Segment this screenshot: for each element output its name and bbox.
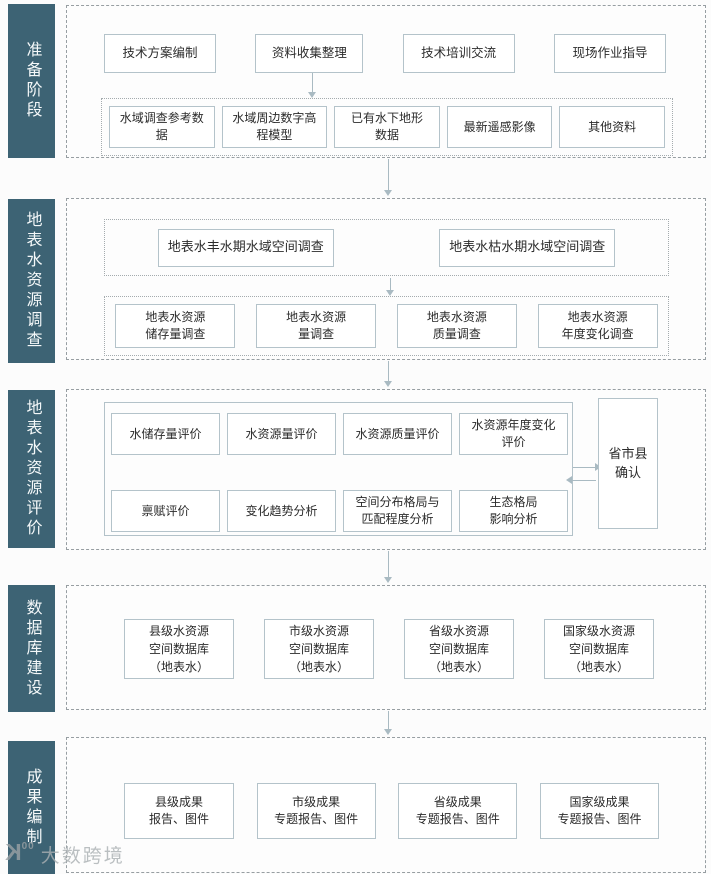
node-tech-plan: 技术方案编制 [104, 34, 216, 73]
node-province-city-county-confirm: 省市县 确认 [598, 398, 658, 529]
database-row: 县级水资源 空间数据库 （地表水） 市级水资源 空间数据库 （地表水） 省级水资… [124, 619, 654, 679]
node-quality-eval: 水资源质量评价 [343, 413, 452, 455]
stage-survey: 地表水资源调查 [8, 199, 55, 363]
node-county-results: 县级成果 报告、图件 [124, 783, 234, 839]
node-dem-model: 水域周边数字高 程模型 [221, 106, 328, 148]
section-survey: 地表水丰水期水域空间调查 地表水枯水期水域空间调查 地表水资源 储存量调查 地表… [66, 198, 706, 360]
node-spatial-pattern-analysis: 空间分布格局与 匹配程度分析 [343, 490, 452, 532]
node-endowment-eval: 禀赋评价 [111, 490, 220, 532]
node-city-results: 市级成果 专题报告、图件 [256, 783, 376, 839]
node-trend-analysis: 变化趋势分析 [227, 490, 336, 532]
group-survey-subtasks: 地表水资源 储存量调查 地表水资源 量调查 地表水资源 质量调查 地表水资源 年… [104, 296, 669, 356]
node-dry-season-survey: 地表水枯水期水域空间调查 [439, 228, 616, 267]
watermark-logo-icon: K [5, 839, 22, 865]
node-data-collection: 资料收集整理 [255, 34, 364, 73]
node-other-data: 其他资料 [559, 106, 665, 148]
node-city-db: 市级水资源 空间数据库 （地表水） [264, 619, 374, 679]
node-field-guidance: 现场作业指导 [553, 34, 666, 73]
stage-evaluation: 地表水资源评价 [8, 390, 55, 548]
node-annual-change-survey: 地表水资源 年度变化调查 [537, 304, 658, 348]
arrow-evaluation-to-confirm [573, 463, 601, 471]
watermark-logo-sup: 00 [21, 841, 35, 852]
node-storage-survey: 地表水资源 储存量调查 [115, 304, 236, 348]
evaluation-row-2: 禀赋评价 变化趋势分析 空间分布格局与 匹配程度分析 生态格局 影响分析 [111, 490, 568, 532]
arrow-collection-to-materials [308, 73, 316, 98]
node-province-db: 省级水资源 空间数据库 （地表水） [404, 619, 514, 679]
node-underwater-terrain: 已有水下地形 数据 [334, 106, 440, 148]
node-annual-change-eval: 水资源年度变化 评价 [459, 413, 568, 455]
arrow-evaluation-to-database [384, 551, 392, 583]
node-eco-pattern-analysis: 生态格局 影响分析 [459, 490, 568, 532]
arrow-confirm-to-evaluation [566, 476, 596, 484]
preparation-task-row: 技术方案编制 资料收集整理 技术培训交流 现场作业指导 [104, 34, 666, 73]
node-reference-data: 水域调查参考数 据 [109, 106, 215, 148]
stage-database: 数据库建设 [8, 585, 55, 712]
node-province-results: 省级成果 专题报告、图件 [398, 783, 518, 839]
watermark: K 00 大数跨境 [5, 839, 125, 868]
node-flood-season-survey: 地表水丰水期水域空间调查 [157, 228, 334, 267]
node-remote-sensing: 最新遥感影像 [446, 106, 553, 148]
arrow-preparation-to-survey [384, 159, 392, 196]
node-quantity-eval: 水资源量评价 [227, 413, 336, 455]
stage-results: 成果编制 [8, 741, 55, 874]
arrow-database-to-results [384, 711, 392, 735]
watermark-brand-text: 大数跨境 [40, 846, 125, 867]
group-materials: 水域调查参考数 据 水域周边数字高 程模型 已有水下地形 数据 最新遥感影像 其… [101, 98, 673, 156]
section-evaluation: 水储存量评价 水资源量评价 水资源质量评价 水资源年度变化 评价 禀赋评价 变化… [66, 389, 706, 550]
arrow-survey-to-evaluation [384, 361, 392, 387]
node-quantity-survey: 地表水资源 量调查 [256, 304, 377, 348]
node-storage-eval: 水储存量评价 [111, 413, 220, 455]
section-results: 县级成果 报告、图件 市级成果 专题报告、图件 省级成果 专题报告、图件 国家级… [66, 737, 706, 873]
node-county-db: 县级水资源 空间数据库 （地表水） [124, 619, 234, 679]
group-season-surveys: 地表水丰水期水域空间调查 地表水枯水期水域空间调查 [104, 219, 669, 276]
arrow-season-to-subtasks [386, 278, 394, 296]
section-database: 县级水资源 空间数据库 （地表水） 市级水资源 空间数据库 （地表水） 省级水资… [66, 585, 706, 710]
node-training-exchange: 技术培训交流 [402, 34, 515, 73]
node-quality-survey: 地表水资源 质量调查 [396, 304, 517, 348]
node-national-results: 国家级成果 专题报告、图件 [539, 783, 659, 839]
panel-evaluation: 水储存量评价 水资源量评价 水资源质量评价 水资源年度变化 评价 禀赋评价 变化… [104, 402, 573, 536]
stage-preparation: 准备阶段 [8, 4, 55, 158]
evaluation-row-1: 水储存量评价 水资源量评价 水资源质量评价 水资源年度变化 评价 [111, 413, 568, 455]
results-row: 县级成果 报告、图件 市级成果 专题报告、图件 省级成果 专题报告、图件 国家级… [124, 783, 659, 839]
node-national-db: 国家级水资源 空间数据库 （地表水） [544, 619, 654, 679]
section-preparation: 技术方案编制 资料收集整理 技术培训交流 现场作业指导 水域调查参考数 据 水域… [66, 5, 706, 158]
